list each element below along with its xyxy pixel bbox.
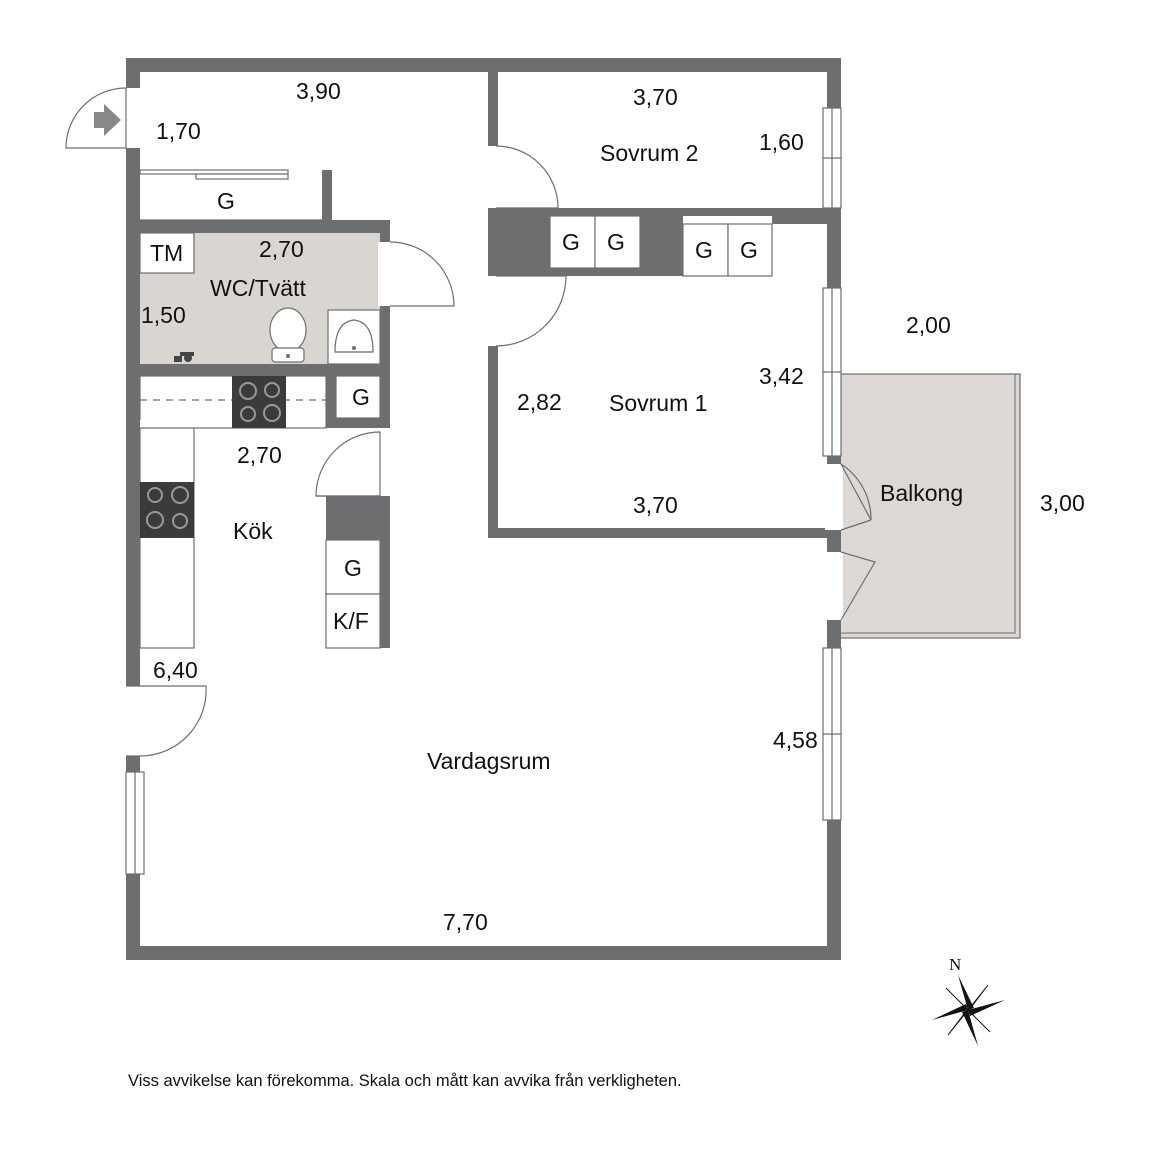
room-kok: Kök (233, 518, 273, 544)
fixture-labels: G G G G G G G TM K/F (150, 188, 758, 634)
svg-text:7,70: 7,70 (443, 909, 488, 935)
room-wc: WC/Tvätt (210, 275, 306, 301)
entrance-arrow-icon (94, 104, 121, 136)
outer-walls (126, 58, 841, 960)
sovrum1-door[interactable] (486, 266, 567, 347)
svg-text:G: G (344, 555, 362, 581)
svg-text:K/F: K/F (333, 608, 369, 634)
wc-fixtures (139, 232, 381, 365)
balcony-door-lower[interactable] (825, 551, 876, 621)
balcony-door-upper[interactable] (825, 463, 872, 531)
svg-text:G: G (607, 229, 625, 255)
stove-icon (232, 376, 286, 428)
svg-text:1,60: 1,60 (759, 129, 804, 155)
svg-text:2,82: 2,82 (517, 389, 562, 415)
room-sovrum1: Sovrum 1 (609, 390, 707, 416)
svg-text:TM: TM (150, 240, 183, 266)
svg-text:6,40: 6,40 (153, 657, 198, 683)
svg-text:2,00: 2,00 (906, 312, 951, 338)
kitchen-island (325, 539, 381, 649)
compass-rose-icon: N (932, 955, 1005, 1046)
toilet-icon (269, 307, 307, 363)
wardrobes-sovrum (549, 215, 773, 277)
svg-text:2,70: 2,70 (259, 236, 304, 262)
room-vardagsrum: Vardagsrum (427, 748, 551, 774)
living-door[interactable] (122, 685, 207, 757)
svg-text:3,90: 3,90 (296, 78, 341, 104)
room-sovrum2: Sovrum 2 (600, 140, 698, 166)
svg-text:3,00: 3,00 (1040, 490, 1085, 516)
svg-text:3,70: 3,70 (633, 492, 678, 518)
svg-text:N: N (949, 955, 961, 974)
svg-text:3,42: 3,42 (759, 363, 804, 389)
svg-text:G: G (562, 229, 580, 255)
entrance-door[interactable] (65, 87, 130, 149)
living-window-left (125, 771, 145, 875)
svg-text:4,58: 4,58 (773, 727, 818, 753)
stove-icon (140, 482, 194, 538)
svg-text:3,70: 3,70 (633, 84, 678, 110)
kitchen-door[interactable] (315, 431, 381, 497)
svg-text:1,70: 1,70 (156, 118, 201, 144)
room-balkong: Balkong (880, 480, 963, 506)
kitchen-g-cabinet (335, 375, 381, 419)
disclaimer-text: Viss avvikelse kan förekomma. Skala och … (128, 1072, 682, 1090)
room-labels: Sovrum 2 Sovrum 1 WC/Tvätt Kök Vardagsru… (210, 140, 963, 774)
sovrum2-window (822, 107, 842, 209)
sovrum1-window (822, 287, 842, 457)
svg-text:G: G (352, 384, 370, 410)
svg-text:G: G (740, 237, 758, 263)
svg-text:2,70: 2,70 (237, 442, 282, 468)
svg-text:G: G (695, 237, 713, 263)
hall-wardrobe (139, 169, 322, 221)
wc-door[interactable] (378, 241, 455, 307)
svg-text:G: G (217, 188, 235, 214)
svg-text:1,50: 1,50 (141, 302, 186, 328)
dimension-labels: 3,90 1,70 3,70 1,60 2,70 1,50 2,70 3,70 … (141, 78, 1085, 935)
balcony-floor (839, 373, 1021, 639)
inner-walls (126, 72, 828, 648)
faucet-icon (174, 352, 194, 362)
sink-icon (327, 309, 381, 365)
sovrum2-door[interactable] (486, 145, 559, 209)
living-window-right (822, 647, 842, 821)
